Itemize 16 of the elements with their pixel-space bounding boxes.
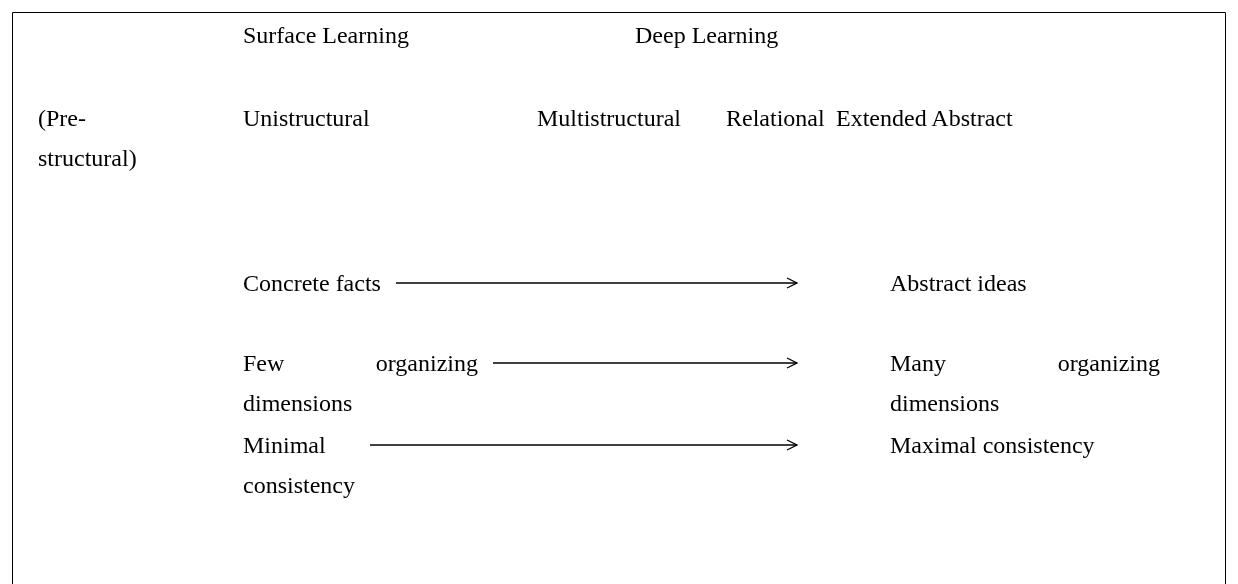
arrow: [395, 277, 798, 289]
column-heading: Surface Learning: [243, 21, 409, 50]
characteristic-text: Maximal consistency: [889, 431, 1096, 460]
arrow: [492, 357, 798, 369]
characteristic-text: Concrete facts: [243, 269, 382, 298]
characteristic-text: Few organizing dimensions: [243, 349, 479, 418]
level-label: Extended Abstract: [836, 104, 1013, 133]
level-label: Multistructural: [537, 104, 681, 133]
level-label: Unistructural: [243, 104, 370, 133]
characteristic-text: Abstract ideas: [889, 269, 1028, 298]
column-heading: Deep Learning: [635, 21, 779, 50]
level-label: Relational: [726, 104, 825, 133]
characteristic-text: Many organizing dimensions: [889, 349, 1161, 418]
level-label: (Pre- structural): [38, 104, 138, 173]
arrow: [369, 439, 798, 451]
characteristic-text: Minimal consistency: [243, 431, 356, 500]
